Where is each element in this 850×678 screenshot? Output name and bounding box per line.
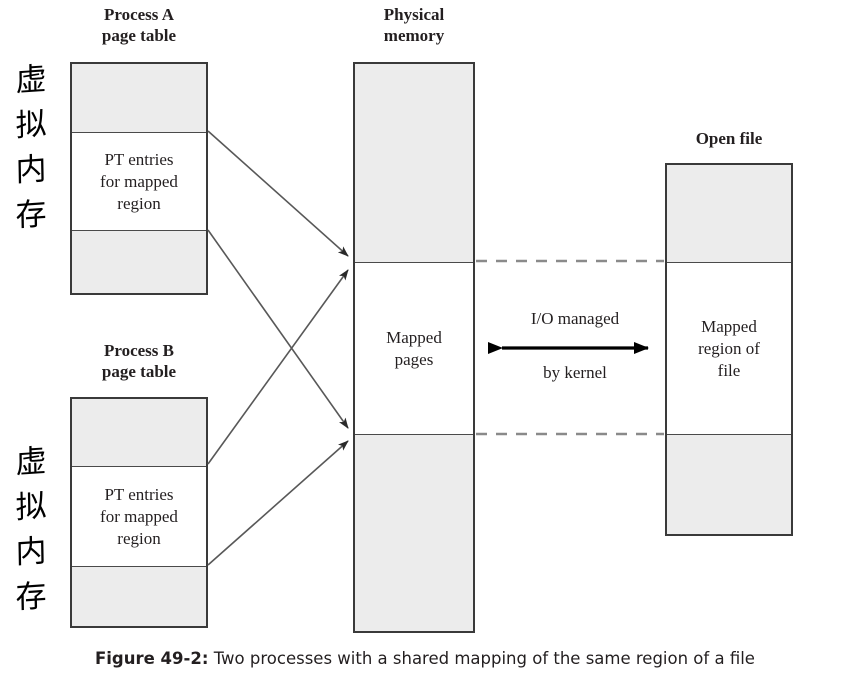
open-file-title: Open file (695, 129, 763, 148)
io-managed-label-line1: I/O managed (530, 309, 620, 328)
open-file-lower-segment (667, 435, 791, 534)
open-file-box: Mapped region of file (665, 163, 793, 536)
process-b-title: Process B page table (101, 341, 177, 381)
handwriting-char: 拟 (15, 487, 47, 527)
process-b-mapped-entries-segment: PT entries for mapped region (72, 466, 206, 567)
handwriting-char: 存 (15, 577, 47, 617)
process-b-lower-unmapped-segment (72, 567, 206, 626)
physical-memory-title: Physical memory (383, 5, 445, 45)
handwriting-char: 虚 (15, 60, 47, 100)
handwriting-char: 拟 (15, 105, 47, 145)
virtual-memory-note-bottom: 虚 拟 内 存 (2, 440, 60, 620)
virtual-memory-note-top: 虚 拟 内 存 (2, 58, 60, 238)
handwriting-char: 存 (15, 195, 47, 235)
arrow-process-a-bottom-to-physical-bottom (207, 229, 349, 429)
open-file-mapped-region-segment: Mapped region of file (667, 262, 791, 435)
handwriting-char: 虚 (15, 442, 47, 482)
figure-caption: Figure 49-2: Two processes with a shared… (95, 648, 835, 670)
physical-memory-box: Mapped pages (353, 62, 475, 633)
process-b-mapped-entries-label: PT entries for mapped region (100, 484, 178, 548)
process-a-upper-unmapped-segment (72, 64, 206, 132)
mapped-pages-label: Mapped pages (386, 327, 442, 369)
physical-memory-upper-segment (355, 64, 473, 262)
open-file-upper-segment (667, 165, 791, 262)
process-b-upper-unmapped-segment (72, 399, 206, 466)
process-a-page-table-box: PT entries for mapped region (70, 62, 208, 295)
figure-caption-text: Two processes with a shared mapping of t… (208, 649, 755, 668)
process-a-lower-unmapped-segment (72, 231, 206, 293)
process-a-mapped-entries-label: PT entries for mapped region (100, 149, 178, 213)
handwriting-char: 内 (15, 150, 47, 190)
process-a-mapped-entries-segment: PT entries for mapped region (72, 132, 206, 231)
mapped-region-of-file-label: Mapped region of file (698, 316, 760, 380)
physical-memory-lower-segment (355, 435, 473, 631)
io-managed-label-line2: by kernel (543, 363, 607, 382)
arrow-process-b-top-to-physical-top (207, 269, 349, 465)
handwriting-char: 内 (15, 532, 47, 572)
figure-caption-label: Figure 49-2: (95, 649, 209, 668)
physical-memory-mapped-pages-segment: Mapped pages (355, 262, 473, 435)
arrow-process-b-bottom-to-physical-bottom (207, 440, 349, 566)
arrow-process-a-top-to-physical-top (207, 130, 349, 257)
process-b-page-table-box: PT entries for mapped region (70, 397, 208, 628)
process-a-title: Process A page table (101, 5, 177, 45)
